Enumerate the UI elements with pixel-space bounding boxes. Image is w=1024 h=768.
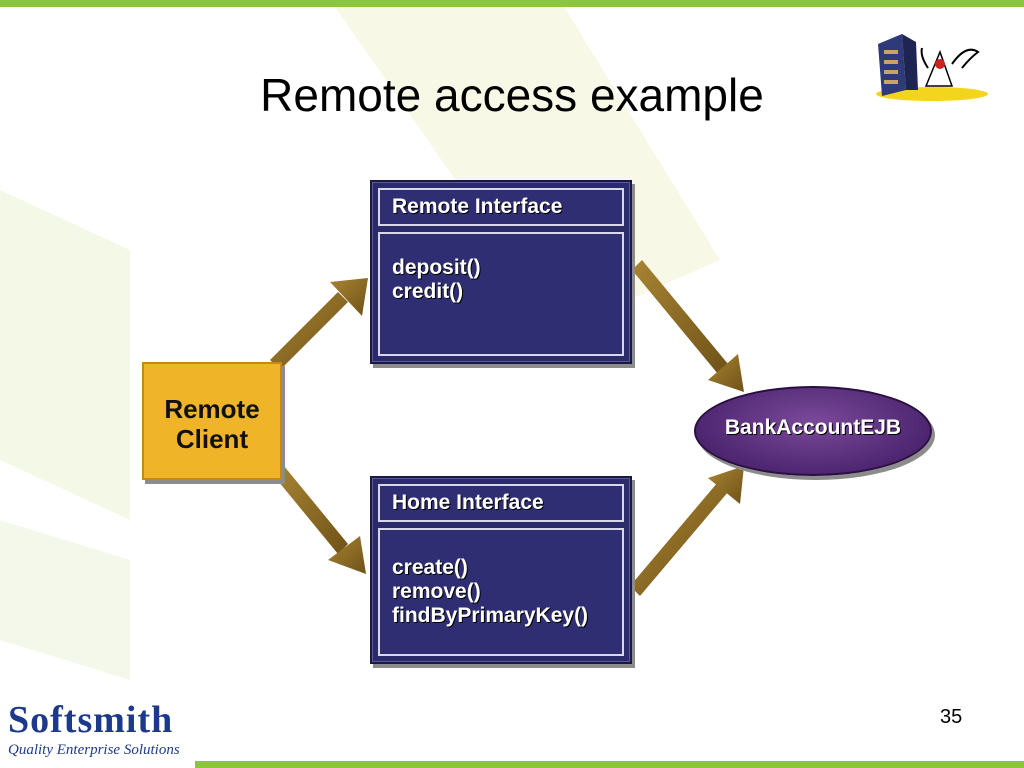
bottom-accent-bar <box>195 761 1024 768</box>
bank-account-ejb-node: BankAccountEJB <box>694 386 932 476</box>
logo-brand: Softsmith <box>8 699 174 741</box>
arrow-home-interface-to-bean <box>630 466 744 596</box>
method-create: create() <box>392 556 468 579</box>
remote-client-label: Remote Client <box>164 394 260 454</box>
java-mascot-server-icon <box>876 34 988 101</box>
arrow-remote-interface-to-bean <box>632 260 744 392</box>
method-credit: credit() <box>392 280 464 303</box>
bank-account-ejb-label: BankAccountEJB <box>724 416 902 439</box>
remote-interface-methods-panel: deposit() credit() <box>378 232 624 356</box>
top-accent-bar <box>0 0 1024 7</box>
remote-interface-box: Remote Interface deposit() credit() <box>370 180 632 364</box>
method-remove: remove() <box>392 580 481 603</box>
home-interface-methods-panel: create() remove() findByPrimaryKey() <box>378 528 624 656</box>
softsmith-logo: Softsmith Quality Enterprise Solutions <box>8 698 180 759</box>
method-deposit: deposit() <box>392 256 481 279</box>
logo-tagline: Quality Enterprise Solutions <box>8 742 180 758</box>
remote-interface-header: Remote Interface <box>378 188 624 226</box>
home-interface-box: Home Interface create() remove() findByP… <box>370 476 632 664</box>
home-interface-title: Home Interface <box>392 491 544 514</box>
method-find-by-primary-key: findByPrimaryKey() <box>392 604 589 627</box>
remote-client-box: Remote Client <box>142 362 282 480</box>
home-interface-header: Home Interface <box>378 484 624 522</box>
arrow-client-to-home-interface <box>274 466 366 574</box>
page-number: 35 <box>940 706 963 728</box>
arrow-client-to-remote-interface <box>270 278 368 370</box>
remote-interface-title: Remote Interface <box>392 195 563 218</box>
slide-title: Remote access example <box>260 69 764 121</box>
